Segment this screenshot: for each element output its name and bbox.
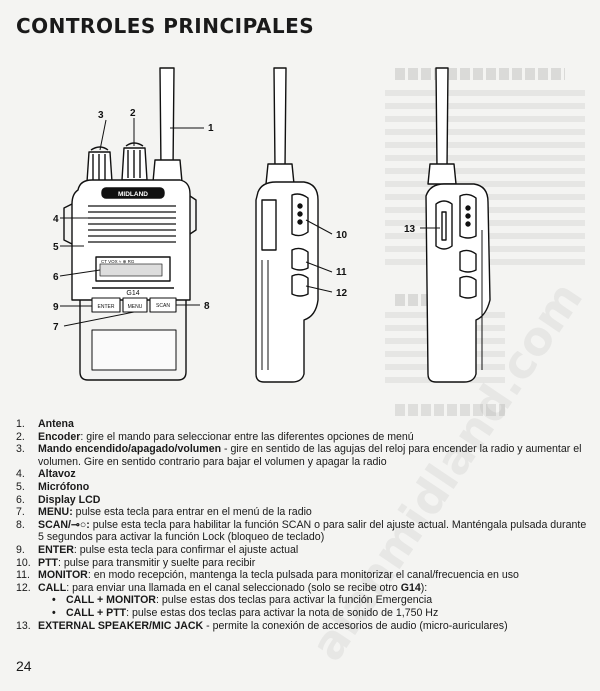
list-item: 2.Encoder: gire el mando para selecciona… xyxy=(16,430,414,443)
enter-button-label: ENTER xyxy=(98,304,115,310)
scan-button-label: SCAN xyxy=(156,303,170,309)
menu-button-label: MENU xyxy=(128,304,143,310)
list-item: 7.MENU: pulse esta tecla para entrar en … xyxy=(16,506,312,519)
sub-list-item: •CALL + PTT: pulse estas dos teclas para… xyxy=(52,606,439,619)
monitor-button xyxy=(291,247,309,271)
callout-5: 5 xyxy=(53,242,59,253)
sub-list-item: •CALL + MONITOR: pulse estas dos teclas … xyxy=(52,594,433,607)
callout-8: 8 xyxy=(204,301,210,312)
callout-6: 6 xyxy=(53,272,59,283)
callout-9: 9 xyxy=(53,302,59,313)
list-item: 9.ENTER: pulse esta tecla para confirmar… xyxy=(16,543,299,556)
side-radio-left xyxy=(255,67,319,383)
list-item: 4.Altavoz xyxy=(16,468,76,481)
list-item: 3.Mando encendido/apagado/volumen - gire… xyxy=(16,443,582,468)
callout-2: 2 xyxy=(130,108,136,119)
menu-button xyxy=(122,297,148,313)
callout-7: 7 xyxy=(53,322,59,333)
callout-11: 11 xyxy=(336,267,347,278)
list-item: 12.CALL: para enviar una llamada en el c… xyxy=(16,581,428,594)
front-radio xyxy=(63,67,197,381)
page-title: CONTROLES PRINCIPALES xyxy=(16,14,315,38)
antenna xyxy=(159,67,175,171)
radio-diagram: MIDLAND CT VOX ≈ ⊕ RG G14 ENTER MENU SCA… xyxy=(53,67,491,383)
list-item: 5.Micrófono xyxy=(16,480,90,493)
call-button xyxy=(291,273,309,297)
controls-list: 1.Antena 2.Encoder: gire el mando para s… xyxy=(16,418,591,632)
side-radio-right xyxy=(425,67,491,383)
list-item: 10.PTT: pulse para transmitir y suelte p… xyxy=(16,556,256,569)
list-item: 1.Antena xyxy=(16,418,74,430)
list-item: 8.SCAN/⊸○: pulse esta tecla para habilit… xyxy=(16,518,587,544)
callout-13: 13 xyxy=(404,224,416,235)
callout-12: 12 xyxy=(336,288,348,299)
list-item: 6.Display LCD xyxy=(16,493,101,506)
callout-1: 1 xyxy=(208,123,214,134)
callout-10: 10 xyxy=(336,230,348,241)
list-item: 11.MONITOR: en modo recepción, mantenga … xyxy=(16,569,519,582)
list-item: 13.EXTERNAL SPEAKER/MIC JACK - permite l… xyxy=(16,619,508,632)
model-label: G14 xyxy=(126,290,139,297)
enter-button xyxy=(91,297,121,313)
lcd-label: CT VOX ≈ ⊕ RG xyxy=(101,259,135,264)
speaker-mic-jack xyxy=(435,200,453,250)
page-number: 24 xyxy=(16,658,32,674)
callout-4: 4 xyxy=(53,214,59,225)
brand-label: MIDLAND xyxy=(118,191,148,198)
callout-3: 3 xyxy=(98,110,104,121)
